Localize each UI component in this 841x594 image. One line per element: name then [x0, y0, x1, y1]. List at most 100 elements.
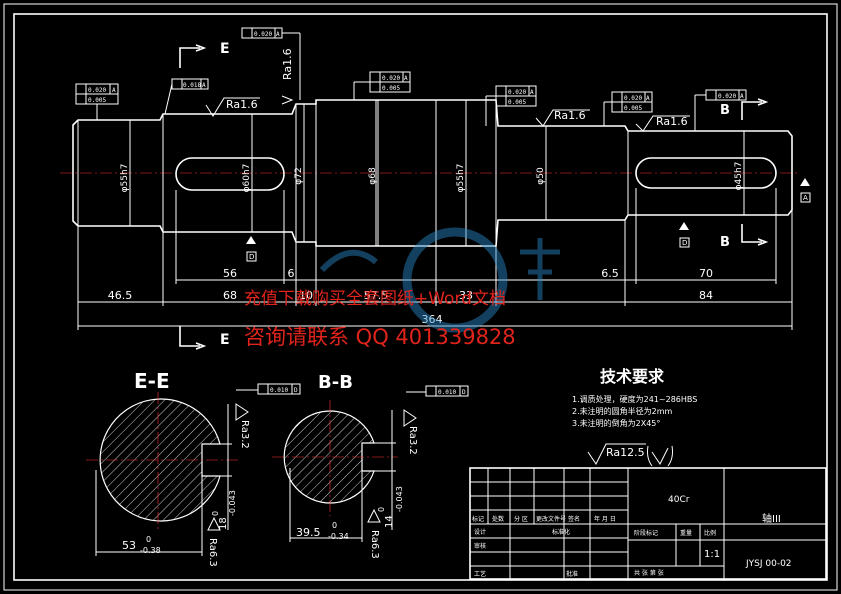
tol-cyl-mid: 0.005 — [382, 85, 400, 92]
ee-width-low: -0.38 — [140, 546, 161, 555]
tol-runout-r-datum: A — [530, 89, 534, 96]
tol-runout-r: 0.020 — [508, 89, 526, 96]
tol-sym-e: 0.010 — [270, 387, 288, 394]
datum-label-1: D — [249, 253, 254, 261]
tol-runout-mid: 0.020 — [382, 75, 400, 82]
tb-h-zone: 分 区 — [514, 515, 528, 523]
datum-label-3: A — [803, 194, 808, 202]
roughness-ra16-d: Ra1.6 — [656, 115, 688, 128]
tol-runout-1: 0.020 — [88, 87, 106, 94]
dim-68: 68 — [223, 289, 237, 302]
section-label-b-top: B — [720, 103, 730, 118]
tol-frame-r — [485, 85, 537, 126]
dim-d45h7: φ45h7 — [734, 162, 744, 191]
bb-key: 14 — [384, 515, 395, 528]
keyway-left — [175, 157, 285, 191]
tol-frame-rr — [603, 91, 653, 126]
tol-runout-1-datum: A — [112, 87, 116, 94]
title-block — [469, 467, 827, 580]
dim-d55h7-mid: φ55h7 — [456, 164, 466, 193]
tol-runout-mid-datum: A — [404, 75, 408, 82]
dim-6-5: 6.5 — [601, 267, 619, 280]
tb-r-design: 设计 — [474, 528, 486, 536]
ee-key-up: 0 — [211, 511, 220, 516]
tol-runout-far-datum: A — [740, 93, 744, 100]
roughness-symbol — [205, 97, 260, 117]
dim-57-5: 57.5 — [364, 289, 389, 302]
roughness-ra16-b: Ra1.6 — [281, 48, 294, 80]
watermark-logo — [319, 227, 560, 333]
roughness-check-symbol — [647, 445, 673, 467]
tol-frame-mid — [353, 71, 411, 100]
datum-marker-1 — [246, 236, 257, 262]
notes-line-2: 2.未注明的圆角半径为2mm — [572, 406, 673, 416]
dim-46-5: 46.5 — [108, 289, 133, 302]
tb-weight: 重量 — [680, 529, 692, 537]
length-dimensions — [77, 188, 793, 330]
inner-border — [13, 13, 828, 581]
roughness-symbol — [635, 115, 690, 132]
watermark-line-1: 充值下载购买全套图纸+Word文档 — [244, 289, 506, 309]
section-bb-view — [272, 391, 426, 542]
ee-width-up: 0 — [146, 535, 151, 544]
tb-h-mark: 标记 — [472, 515, 484, 523]
roughness-symbol — [281, 95, 294, 105]
dim-70: 70 — [699, 267, 713, 280]
tb-sheet: 共 张 第 张 — [634, 569, 664, 577]
dim-364: 364 — [422, 313, 443, 326]
section-label-e-top: E — [220, 41, 230, 57]
tb-h-count: 处数 — [492, 515, 504, 523]
tb-h-doc: 更改文件号 — [536, 515, 566, 523]
dim-d72: φ72 — [294, 167, 304, 184]
bb-width-low: -0.34 — [328, 532, 349, 541]
section-ee-view — [86, 389, 258, 556]
tol-frame-sym-e — [257, 383, 301, 395]
section-label-e-bottom: E — [220, 332, 230, 348]
dim-56: 56 — [223, 267, 237, 280]
tol-runout-top: 0.020 — [254, 31, 272, 38]
shaft-main-view — [60, 99, 800, 247]
roughness-general: Ra12.5 — [606, 446, 645, 459]
roughness-ra16-c: Ra1.6 — [554, 109, 586, 122]
tb-h-sign: 签名 — [568, 515, 580, 523]
tb-material: 40Cr — [668, 495, 690, 505]
roughness-symbol — [367, 508, 381, 523]
tb-part-name: 轴III — [762, 512, 781, 525]
dim-10: 10 — [299, 289, 313, 302]
dim-d50: φ50 — [536, 167, 546, 185]
tol-cyl-rr: 0.005 — [624, 105, 642, 112]
tb-r-std: 标准化 — [552, 528, 570, 536]
tb-scale: 1:1 — [704, 549, 720, 560]
bb-key-up: 0 — [377, 507, 386, 512]
roughness-symbol — [207, 516, 221, 531]
tol-cyl-1: 0.005 — [88, 97, 106, 104]
roughness-symbol — [535, 109, 590, 127]
roughness-symbol — [235, 403, 249, 421]
tb-drawing-no: JYSJ 00-02 — [745, 559, 792, 569]
tol-runout-2: 0.018 — [183, 82, 201, 89]
bb-width: 39.5 — [296, 526, 321, 539]
tol-sym-e-datum: D — [294, 387, 298, 394]
tol-cyl-r: 0.005 — [508, 99, 526, 106]
tb-r-proc: 工艺 — [474, 570, 486, 578]
roughness-symbol — [403, 409, 417, 427]
datum-label-2: D — [682, 239, 687, 247]
roughness-ra32-b: Ra3.2 — [407, 426, 418, 455]
tol-runout-rr-datum: A — [646, 95, 650, 102]
bb-width-up: 0 — [332, 521, 337, 530]
section-marker-b-bottom — [741, 224, 769, 246]
datum-marker-3 — [800, 178, 811, 203]
bb-key-low: -0.043 — [395, 486, 404, 512]
notes-line-3: 3.未注明的倒角为2X45° — [572, 418, 660, 428]
tol-runout-far: 0.020 — [718, 93, 736, 100]
roughness-ra63-e: Ra6.3 — [207, 538, 218, 567]
dim-33: 33 — [459, 289, 473, 302]
dim-84: 84 — [699, 289, 713, 302]
tol-sym-b-datum: D — [462, 389, 466, 396]
roughness-ra32-e: Ra3.2 — [239, 420, 250, 449]
tb-h-date: 年 月 日 — [594, 515, 616, 523]
section-ee-title: E-E — [134, 369, 170, 393]
tol-runout-2-datum: A — [202, 82, 206, 89]
tol-runout-top-datum: A — [276, 31, 280, 38]
datum-marker-2 — [679, 222, 690, 248]
